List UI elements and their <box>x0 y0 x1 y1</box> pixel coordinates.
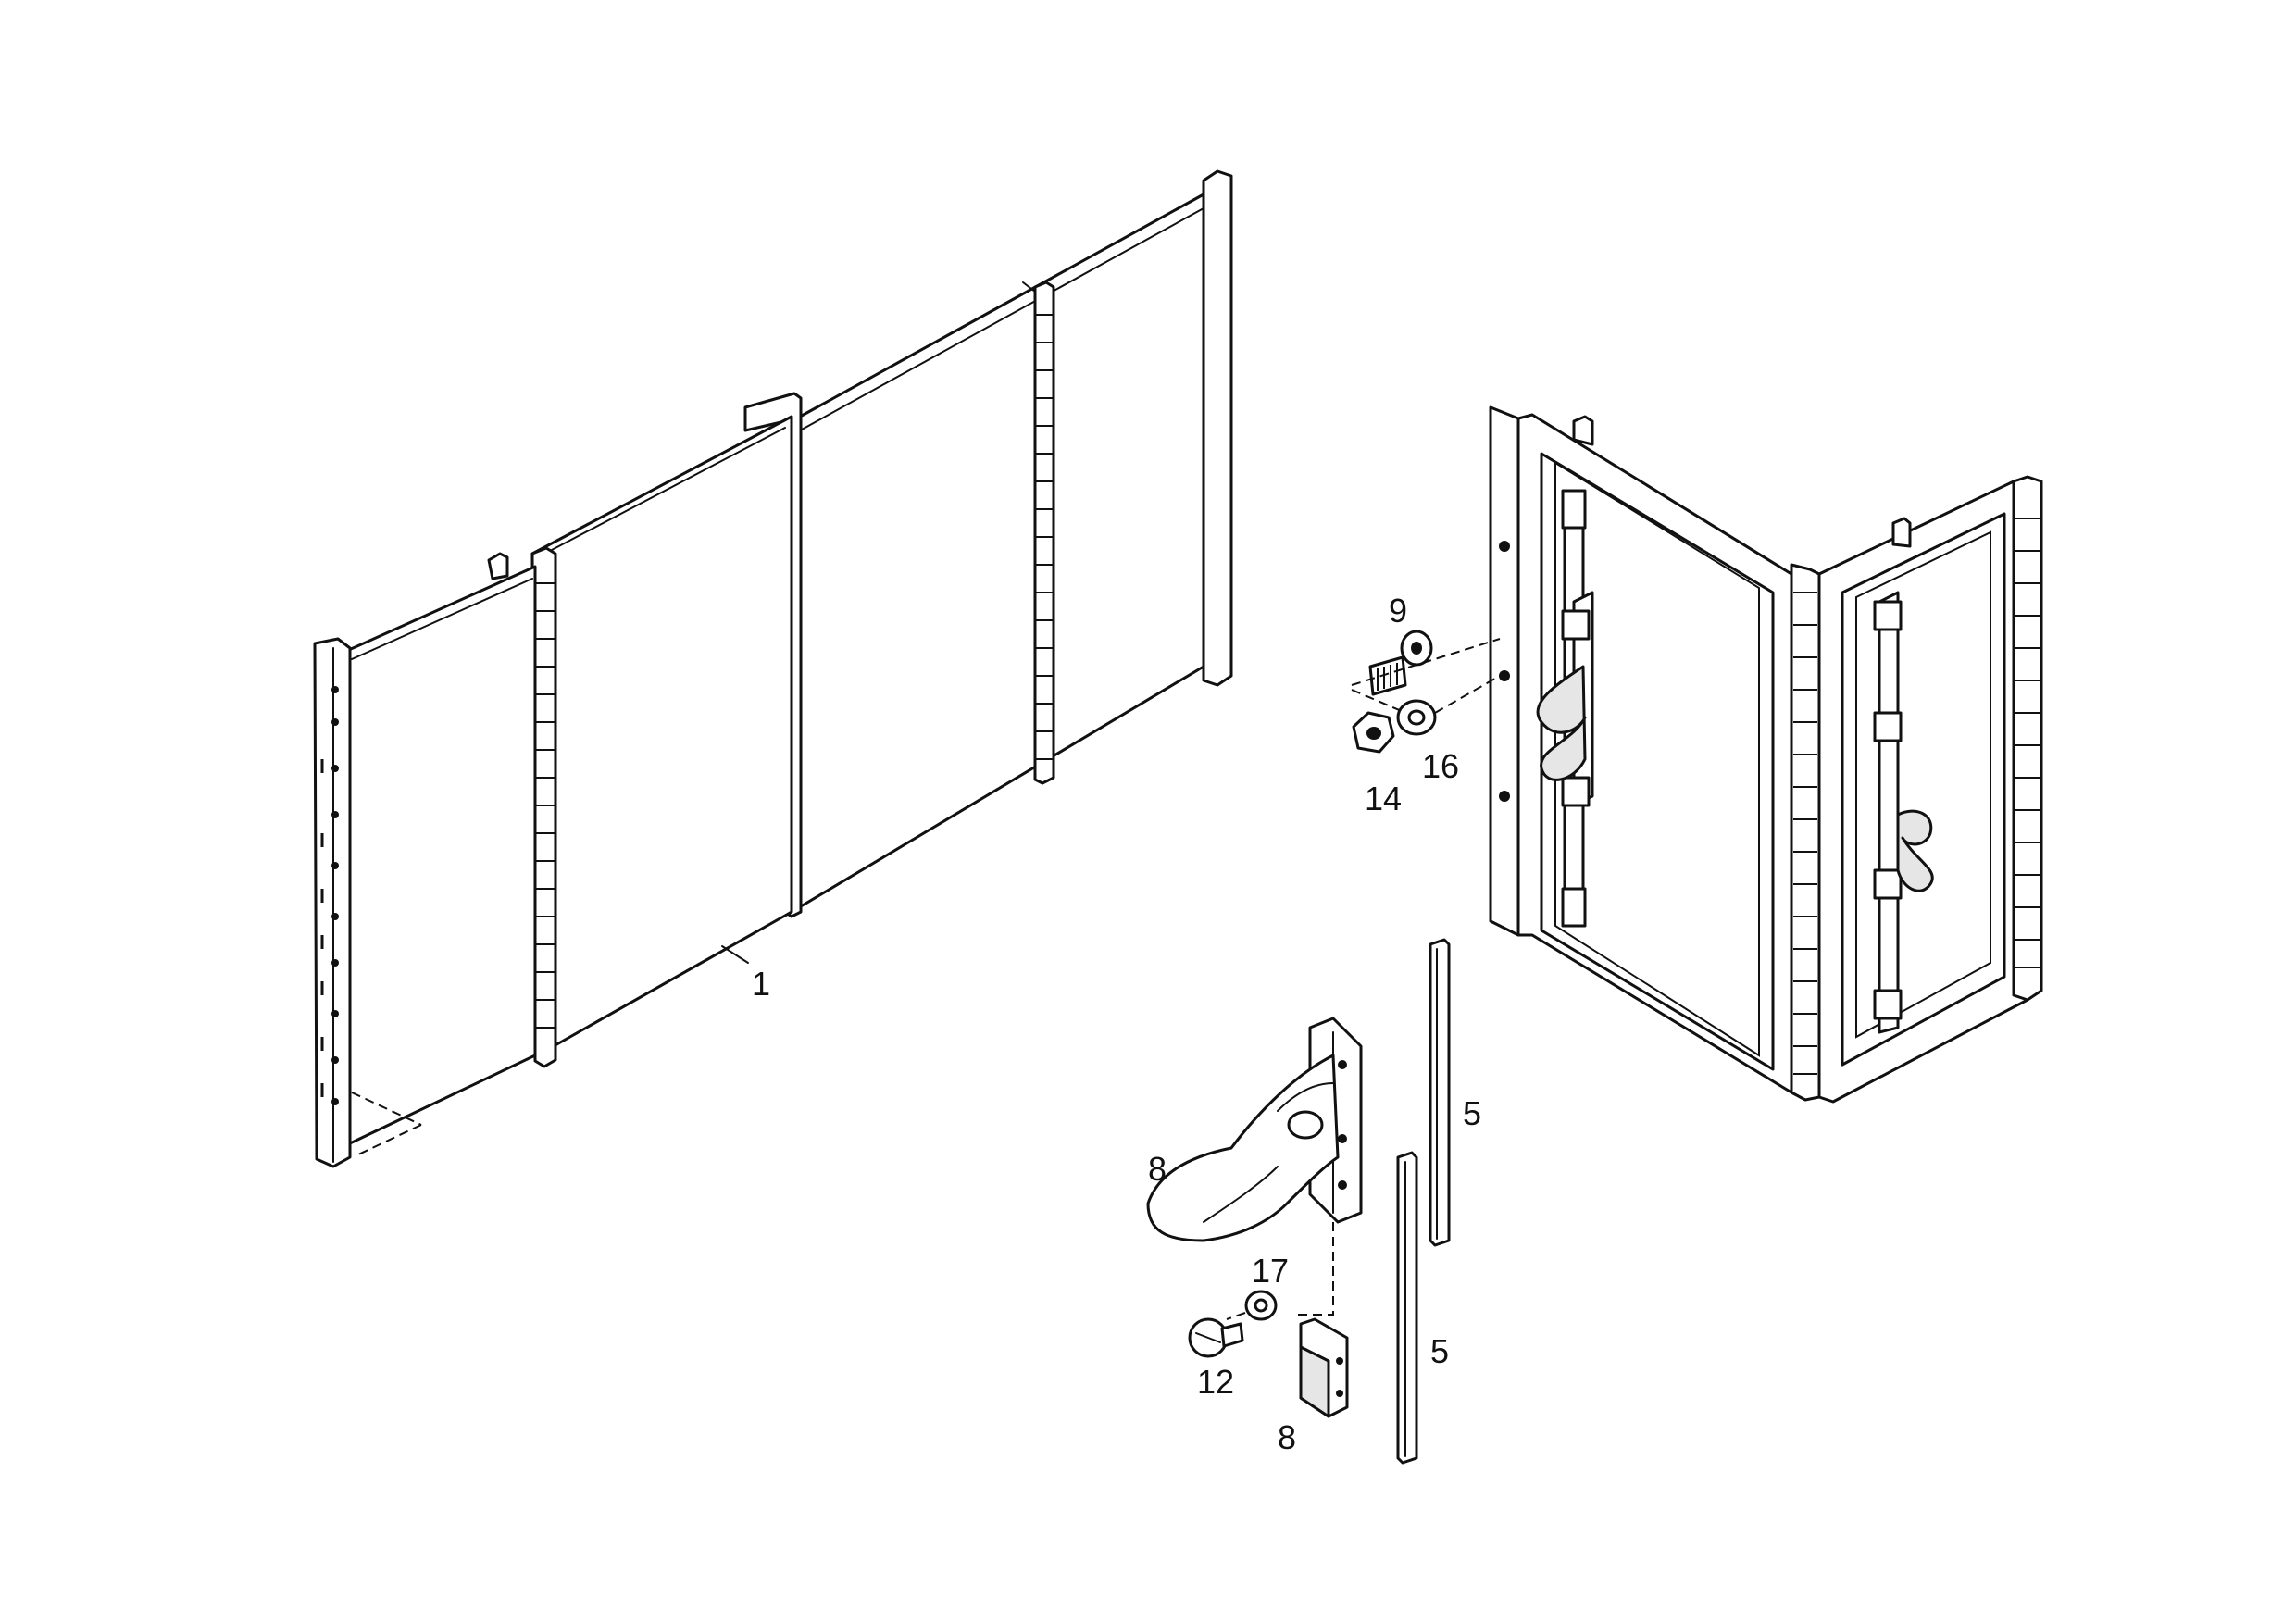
callout-14: 14 <box>1365 780 1402 817</box>
part-9-bolt <box>1368 630 1433 696</box>
part-12-screw <box>1188 1317 1244 1358</box>
part-5-rod-upper <box>1429 938 1451 1247</box>
front-hinge-knuckles <box>535 582 555 1029</box>
left-bar-holes <box>331 686 339 1105</box>
callout-16: 16 <box>1422 747 1459 785</box>
part-17-washer <box>1244 1290 1278 1321</box>
part-16-washer <box>1396 699 1437 736</box>
door-frame-assembly <box>1489 406 2043 1104</box>
part-5-rod-lower <box>1396 1151 1418 1465</box>
folding-panel-assembly <box>313 169 1233 1168</box>
part-8-handle <box>1146 1017 1363 1242</box>
callout-9: 9 <box>1389 592 1407 630</box>
rear-hinge-knuckles <box>1035 314 1054 760</box>
callout-1: 1 <box>752 965 770 1003</box>
callout-17: 17 <box>1252 1252 1289 1290</box>
callout-5-upper: 5 <box>1463 1094 1481 1132</box>
callout-8-bracket: 8 <box>1278 1418 1296 1456</box>
callout-12: 12 <box>1197 1363 1234 1401</box>
callout-5-lower: 5 <box>1430 1332 1449 1370</box>
part-8-bracket <box>1299 1317 1349 1418</box>
part-14-nut <box>1352 711 1395 754</box>
callout-8-handle: 8 <box>1148 1150 1167 1188</box>
